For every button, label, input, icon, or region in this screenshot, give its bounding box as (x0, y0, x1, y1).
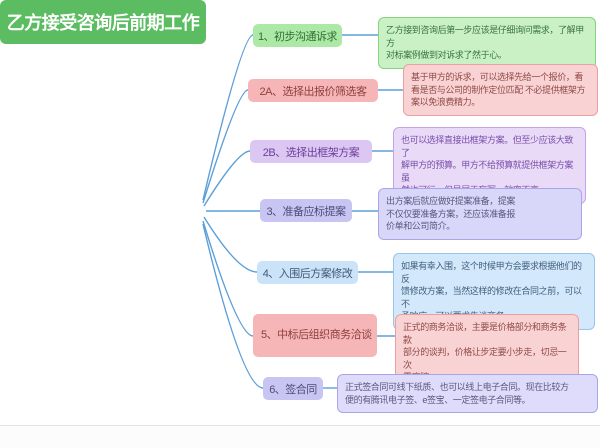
branch-curve-6 (202, 223, 264, 389)
branch-curve-2b (203, 150, 251, 207)
branch-curve-4 (203, 216, 258, 273)
topic-node-2b[interactable]: 2B、选择出框架方案 (250, 140, 372, 163)
branch-curve-5 (202, 220, 254, 337)
bottom-divider (0, 425, 600, 426)
topic-node-1[interactable]: 1、初步沟通诉求 (253, 24, 342, 47)
topic-node-3[interactable]: 3、准备应标提案 (260, 199, 352, 222)
note-node-6[interactable]: 正式签合同可线下纸质、也可以线上电子合同。现在比较方 便的有腾讯电子签、e签宝、… (337, 374, 598, 414)
note-node-2a[interactable]: 基于甲方的诉求，可以选择先给一个报价，看 看是否与公司的制作定位匹配 不必提供框… (403, 64, 598, 116)
branch-curve-2a (202, 89, 249, 204)
topic-node-2a[interactable]: 2A、选择出报价筛选客 (248, 79, 378, 102)
footer-area (0, 426, 600, 448)
note-node-3[interactable]: 出方案后就应做好提案准备，提案 不仅仅要准备方案，还应该准备报 价单和公司简介。 (378, 188, 582, 240)
central-topic-node[interactable]: 乙方接受咨询后前期工作 (0, 0, 206, 44)
topic-node-5[interactable]: 5、中标后组织商务洽谈 (253, 314, 377, 357)
topic-node-6[interactable]: 6、签合同 (263, 377, 323, 400)
note-node-1[interactable]: 乙方接到咨询后第一步应该是仔细询问需求，了解甲方 对标案例做到对诉求了然于心。 (378, 17, 596, 69)
branch-curve-1 (202, 34, 254, 201)
topic-node-4[interactable]: 4、入围后方案修改 (257, 261, 358, 284)
